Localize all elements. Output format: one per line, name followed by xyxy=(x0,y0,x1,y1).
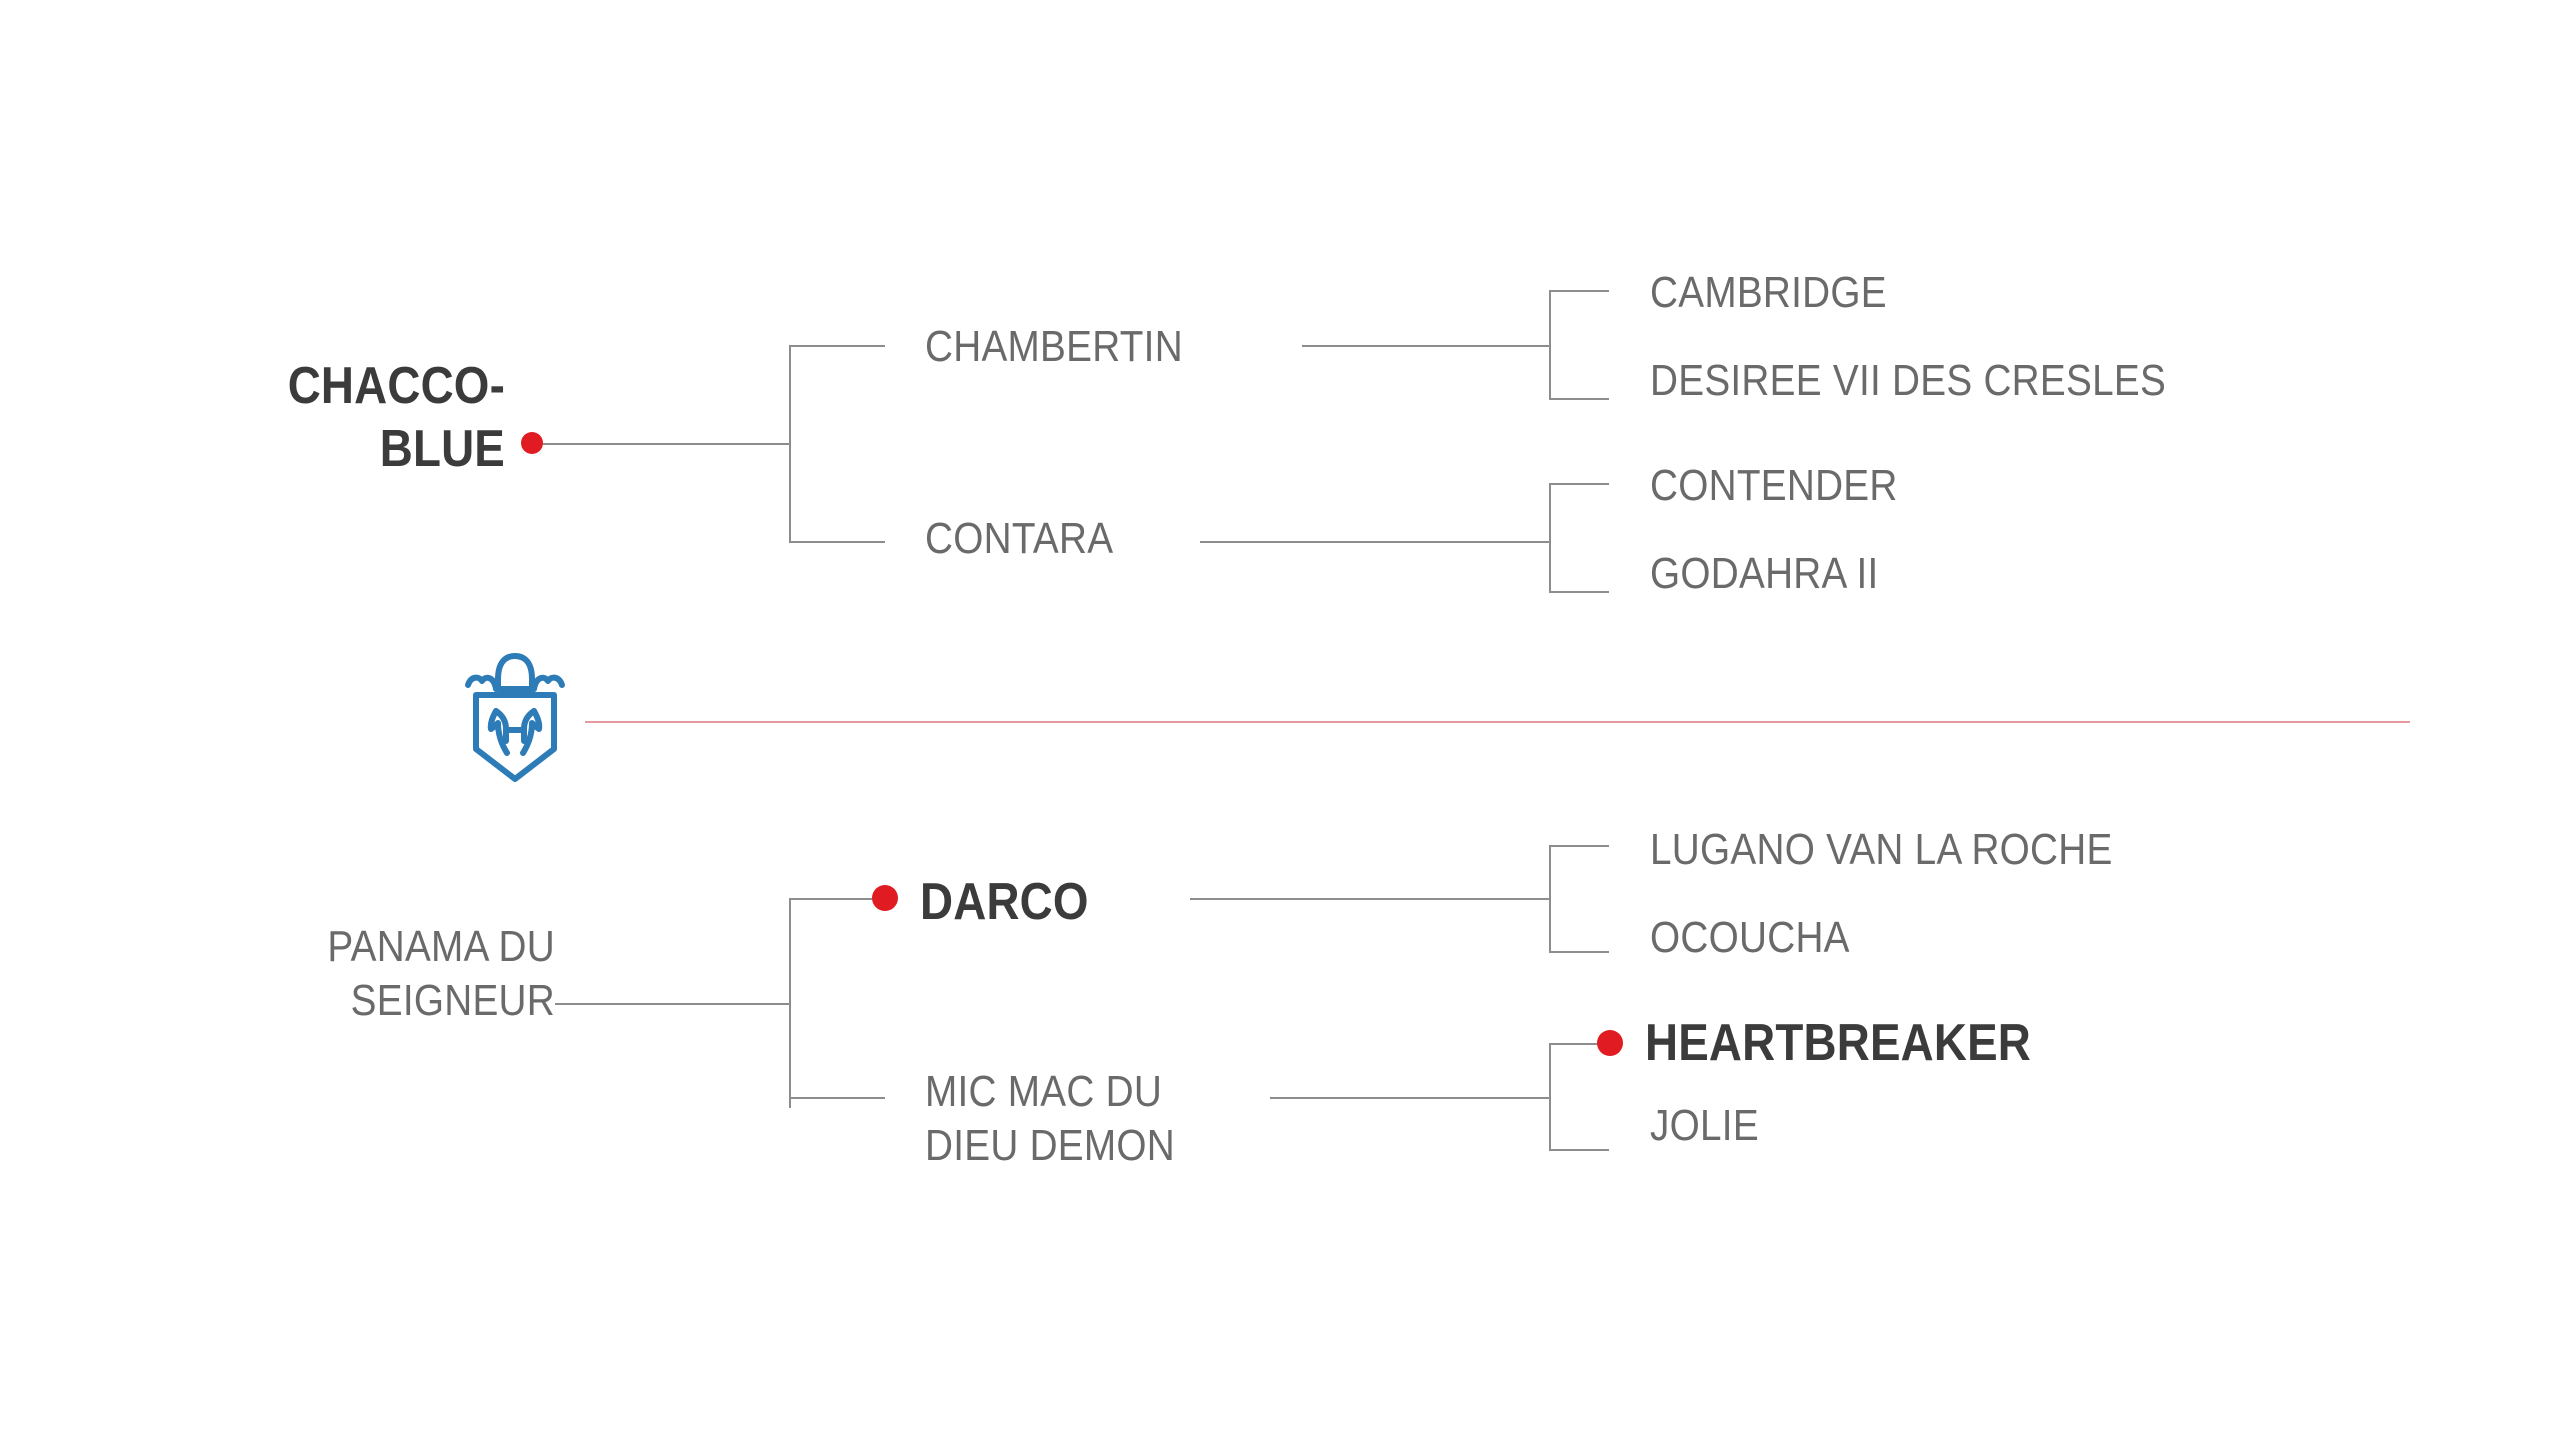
connector-gen3-sire-a-bracket xyxy=(1549,290,1551,400)
connector-gen3-dam-b-top xyxy=(1549,1043,1609,1045)
connector-gen2-sire-top xyxy=(789,345,885,347)
connector-dam-parent-0-stem xyxy=(1190,898,1550,900)
pedigree-node-sire-grandparent-1[interactable]: DESIREE VII DES CRESLES xyxy=(1650,356,2167,405)
connector-gen2-dam-bracket xyxy=(789,898,791,1108)
horse-head-shield-icon xyxy=(458,645,572,785)
pedigree-node-dam-grandparent-3[interactable]: JOLIE xyxy=(1650,1101,1759,1150)
pedigree-node-sire-grandparent-3[interactable]: GODAHRA II xyxy=(1650,549,1879,598)
connector-sire-parent-0-stem xyxy=(1302,345,1550,347)
pedigree-node-sire-parent-1[interactable]: CONTARA xyxy=(925,514,1114,563)
pedigree-node-root-sire[interactable]: CHACCO- BLUE xyxy=(287,357,505,479)
connector-gen3-dam-b-bracket xyxy=(1549,1043,1551,1151)
pedigree-node-root-dam[interactable]: PANAMA DU SEIGNEUR xyxy=(327,922,555,1025)
marker-dot-heartbreaker xyxy=(1597,1030,1623,1056)
connector-gen3-dam-a-top xyxy=(1549,845,1609,847)
pedigree-node-dam-grandparent-2[interactable]: HEARTBREAKER xyxy=(1645,1014,2032,1072)
connector-gen2-sire-bracket xyxy=(789,345,791,543)
connector-gen3-sire-a-top xyxy=(1549,290,1609,292)
connector-root-sire-stem xyxy=(543,443,790,445)
connector-gen3-dam-a-bottom xyxy=(1549,951,1609,953)
marker-dot-chacco-blue xyxy=(521,432,543,454)
connector-root-dam-stem xyxy=(555,1003,790,1005)
connector-gen3-dam-a-bracket xyxy=(1549,845,1551,953)
pedigree-node-sire-grandparent-0[interactable]: CAMBRIDGE xyxy=(1650,268,1887,317)
pedigree-node-dam-grandparent-0[interactable]: LUGANO VAN LA ROCHE xyxy=(1650,825,2113,874)
pedigree-node-dam-grandparent-1[interactable]: OCOUCHA xyxy=(1650,913,1850,962)
connector-gen3-sire-b-top xyxy=(1549,483,1609,485)
connector-gen2-dam-top xyxy=(789,898,885,900)
marker-dot-darco xyxy=(872,885,898,911)
pedigree-node-sire-parent-0[interactable]: CHAMBERTIN xyxy=(925,322,1183,371)
connector-gen2-dam-bottom xyxy=(789,1097,885,1099)
connector-dam-parent-1-stem xyxy=(1270,1097,1550,1099)
connector-sire-parent-1-stem xyxy=(1200,541,1550,543)
connector-gen3-dam-b-bottom xyxy=(1549,1149,1609,1151)
connector-gen2-sire-bottom xyxy=(789,541,885,543)
section-divider-rule xyxy=(585,721,2410,723)
connector-gen3-sire-b-bottom xyxy=(1549,591,1609,593)
pedigree-node-sire-grandparent-2[interactable]: CONTENDER xyxy=(1650,461,1898,510)
pedigree-node-dam-parent-1[interactable]: MIC MAC DU DIEU DEMON xyxy=(925,1067,1176,1170)
pedigree-node-dam-parent-0[interactable]: DARCO xyxy=(920,873,1089,931)
connector-gen3-sire-b-bracket xyxy=(1549,483,1551,593)
connector-gen3-sire-a-bottom xyxy=(1549,398,1609,400)
